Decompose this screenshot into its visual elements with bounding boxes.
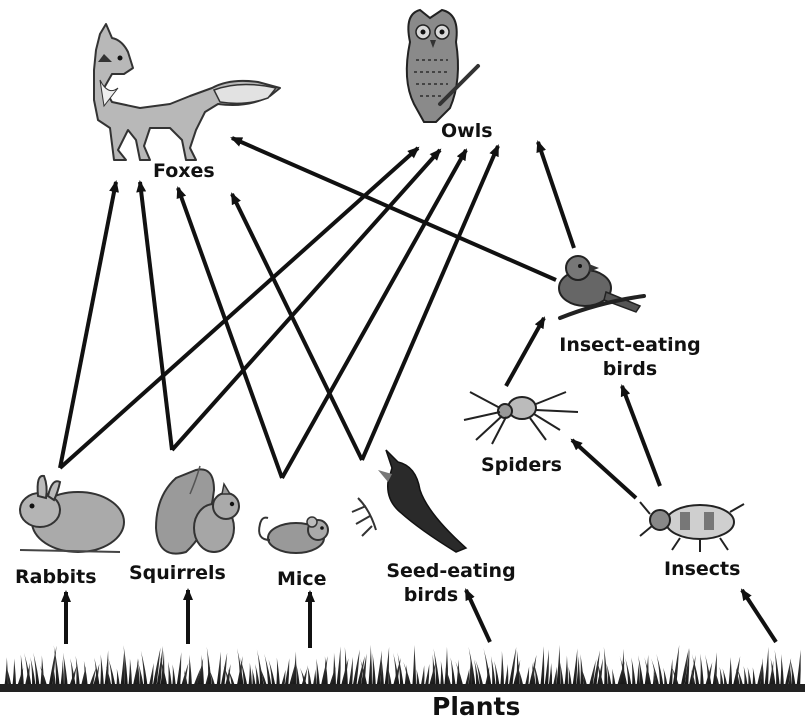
node-label-spiders: Spiders (481, 454, 562, 476)
arrow-insect-birds-to-owls (538, 142, 574, 248)
grass-blade (384, 647, 389, 690)
node-label-insect-eating-birds: Insect-eating birds (540, 334, 720, 380)
beetle-icon (640, 502, 744, 552)
node-label-insects: Insects (664, 558, 740, 580)
arrow-insects-to-insect-birds (622, 386, 660, 486)
arrow-squirrels-to-owls (172, 150, 440, 450)
node-label-seed-eating-birds: Seed-eating birds (366, 560, 536, 606)
grass-blade (412, 645, 416, 690)
node-label-plants: Plants (432, 692, 520, 721)
arrow-insect-birds-to-foxes (232, 138, 556, 280)
rabbit-icon (20, 476, 124, 552)
arrow-spiders-to-insect-birds (506, 318, 544, 386)
grass-base (0, 684, 805, 692)
node-label-owls: Owls (441, 120, 493, 142)
squirrel-icon (156, 466, 239, 554)
arrow-squirrels-to-foxes (140, 182, 172, 450)
node-label-mice: Mice (277, 568, 327, 590)
arrow-seed-birds-to-foxes (232, 194, 362, 460)
grass-blade (764, 647, 769, 690)
grass-blade (572, 649, 577, 690)
grass-icon (0, 645, 805, 692)
grass-blade (444, 647, 448, 690)
arrow-mice-to-foxes (178, 188, 282, 478)
node-label-line: Insect-eating (540, 334, 720, 356)
grass-blade (336, 646, 341, 690)
node-label-rabbits: Rabbits (15, 566, 97, 588)
spider-icon (464, 392, 578, 444)
grass-blade (775, 650, 780, 690)
node-label-line: Seed-eating (366, 560, 536, 582)
node-label-foxes: Foxes (153, 160, 215, 182)
grass-blade (516, 649, 520, 690)
owl-icon (407, 10, 478, 122)
node-label-line: birds (540, 358, 720, 380)
grass-blade (368, 645, 372, 690)
grass-blade (796, 650, 801, 690)
arrow-plants-to-insects (742, 590, 776, 642)
mouse-icon (259, 517, 328, 553)
grass-blade (544, 649, 549, 690)
fox-icon (94, 24, 280, 160)
perched-bird-icon (559, 256, 644, 318)
grass-blade (344, 647, 348, 690)
arrow-insects-to-spiders (572, 440, 636, 498)
grass-blade (556, 645, 560, 690)
cardinal-icon (352, 450, 466, 552)
node-label-squirrels: Squirrels (129, 562, 226, 584)
grass-blade (540, 646, 544, 690)
node-label-line: birds (366, 584, 536, 606)
